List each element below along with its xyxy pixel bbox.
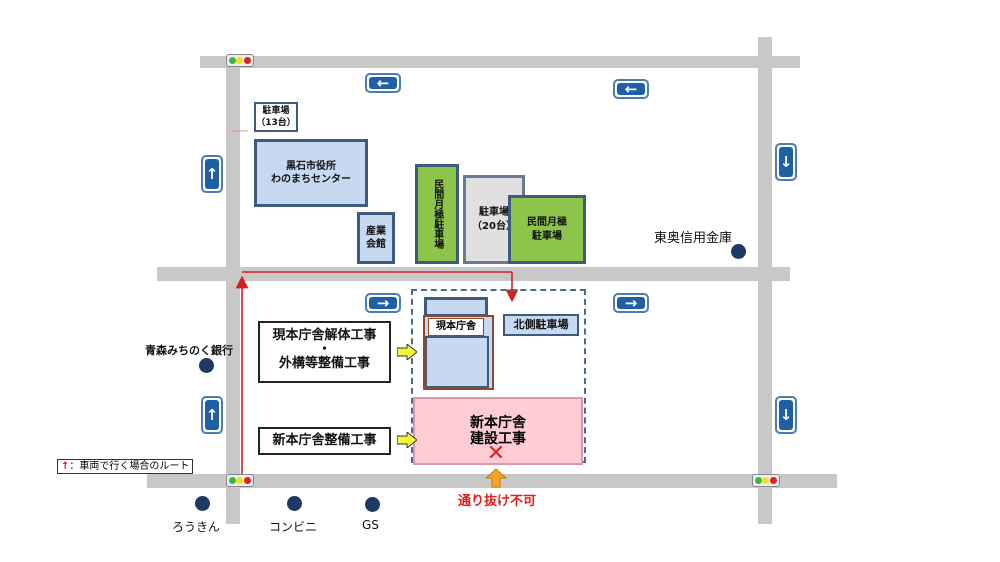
one-way-left-sign-icon: ←: [365, 73, 401, 93]
no-entry-cross-icon: ✕: [486, 441, 506, 466]
convenience-store-label: コンビニ: [269, 520, 318, 534]
road-right-vertical: [758, 37, 772, 524]
no-through-notice: 通り抜け不可: [458, 494, 537, 509]
down-arrow-icon: ↓: [779, 400, 793, 430]
north-parking-lot: 北側駐車場: [503, 314, 579, 336]
up-arrow-icon: ↑: [205, 159, 219, 189]
left-arrow-icon: ←: [617, 81, 645, 96]
right-arrow-icon: →: [617, 295, 645, 310]
one-way-down-sign-icon: ↓: [775, 396, 797, 434]
up-arrow-icon: ↑: [205, 400, 219, 430]
new-office-construction-area: 新本庁舎 建設工事: [413, 397, 583, 465]
left-arrow-icon: ←: [369, 75, 397, 90]
aomori-michinoku-bank-marker: [199, 358, 214, 373]
current-office-inner: [425, 336, 489, 388]
route-legend: ↑：車両で行く場合のルート: [57, 459, 194, 474]
traffic-signal-bottom-right-icon: [752, 474, 780, 487]
road-top: [200, 56, 800, 68]
new-office-work-callout: 新本庁舎整備工事: [258, 427, 391, 455]
demolition-work-callout: 現本庁舎解体工事 ・ 外構等整備工事: [258, 321, 391, 383]
one-way-up-sign-icon: ↑: [201, 396, 223, 434]
higashiou-bank-label: 東奥信用金庫: [654, 231, 733, 246]
one-way-left-sign-icon: ←: [613, 79, 649, 99]
private-monthly-parking: 民間月極 駐車場: [508, 195, 586, 264]
traffic-signal-top-left-icon: [226, 54, 254, 67]
gas-station-label: GS: [362, 518, 379, 532]
higashiou-bank-marker: [731, 244, 746, 259]
route-legend-text: ：車両で行く場合のルート: [69, 461, 190, 472]
new-office-pointer-arrow-icon: [397, 432, 417, 448]
gas-station-marker: [365, 497, 380, 512]
route-legend-arrow-icon: ↑: [61, 461, 70, 472]
city-hall-building: 黒石市役所 わのまちセンター: [254, 139, 368, 207]
traffic-signal-bottom-left-icon: [226, 474, 254, 487]
convenience-store-marker: [287, 496, 302, 511]
demolition-pointer-arrow-icon: [397, 344, 417, 360]
current-office-label: 現本庁舎: [428, 318, 484, 336]
one-way-up-sign-icon: ↑: [201, 155, 223, 193]
parking-13-spaces: 駐車場 （13台）: [254, 102, 298, 132]
one-way-right-sign-icon: →: [613, 293, 649, 313]
road-left-vertical: [226, 56, 240, 524]
road-middle: [157, 267, 790, 281]
no-through-arrow-icon: [485, 468, 507, 488]
one-way-down-sign-icon: ↓: [775, 143, 797, 181]
rokin-marker: [195, 496, 210, 511]
one-way-right-sign-icon: →: [365, 293, 401, 313]
industry-hall-building: 産業会館: [357, 212, 395, 264]
aomori-michinoku-bank-label: 青森みちのく銀行: [145, 344, 233, 357]
private-monthly-parking-vertical: 民間月極駐車場: [415, 164, 459, 264]
right-arrow-icon: →: [369, 295, 397, 310]
down-arrow-icon: ↓: [779, 147, 793, 177]
rokin-label: ろうきん: [172, 520, 221, 534]
current-office-top-wing: [424, 297, 488, 317]
